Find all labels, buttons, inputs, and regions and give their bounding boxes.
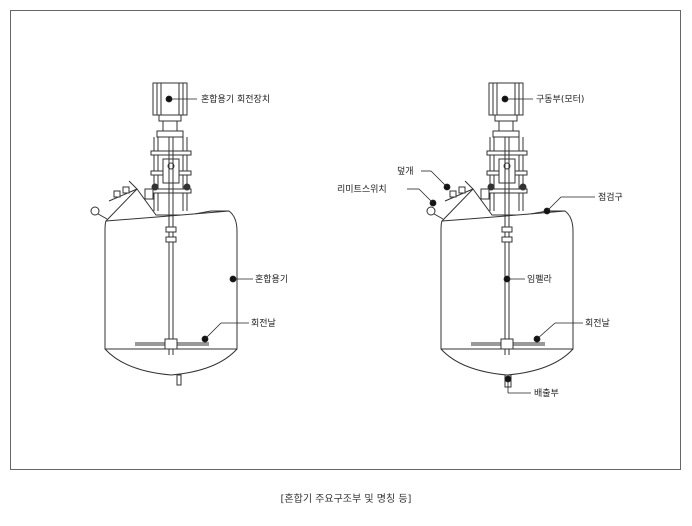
left-shaft — [165, 137, 177, 355]
right-motor-unit — [488, 82, 524, 138]
callout-inspection-port: 점검구 — [543, 191, 623, 215]
right-callouts: 구동부(모터) 덮개 리미트스위치 점검구 임펠라 — [337, 94, 623, 399]
right-support-frame — [486, 137, 528, 211]
diagram-frame: 혼합용기 회전장치 혼합용기 회전날 — [10, 10, 681, 470]
mixer-diagram: 혼합용기 회전장치 혼합용기 회전날 — [90, 82, 623, 399]
callout-discharge: 배출부 — [504, 375, 559, 399]
left-motor-unit — [152, 82, 188, 138]
callout-mixing-vessel: 혼합용기 — [229, 273, 288, 285]
callout-right-blade: 회전날 — [533, 318, 610, 343]
label-rotation-device: 혼합용기 회전장치 — [201, 93, 270, 105]
label-limit-switch: 리미트스위치 — [337, 183, 387, 195]
figure-caption: [혼합기 주요구조부 및 명칭 등] — [280, 494, 412, 505]
right-vessel-body — [440, 210, 574, 388]
left-callouts: 혼합용기 회전장치 혼합용기 회전날 — [165, 93, 288, 343]
left-support-frame — [150, 137, 192, 211]
label-impeller: 임펠라 — [527, 273, 553, 285]
label-drive-motor: 구동부(모터) — [536, 94, 584, 105]
left-impeller-blade — [135, 338, 209, 350]
right-shaft — [501, 137, 513, 355]
callout-cover: 덮개 — [397, 165, 451, 191]
left-vessel-body — [104, 210, 238, 386]
callout-rotation-device: 혼합용기 회전장치 — [165, 93, 270, 105]
right-mixer — [426, 82, 574, 388]
label-left-blade: 회전날 — [251, 318, 276, 329]
label-mixing-vessel: 혼합용기 — [255, 273, 288, 285]
callout-left-blade: 회전날 — [201, 318, 276, 343]
right-impeller-blade — [471, 338, 545, 350]
left-mixer — [90, 82, 238, 386]
label-right-blade: 회전날 — [585, 318, 610, 329]
label-inspection-port: 점검구 — [598, 191, 623, 203]
label-cover: 덮개 — [397, 165, 414, 177]
callout-impeller: 임펠라 — [503, 273, 553, 285]
callout-limit-switch: 리미트스위치 — [337, 183, 437, 207]
label-discharge: 배출부 — [534, 388, 559, 399]
callout-drive-motor: 구동부(모터) — [501, 94, 584, 105]
